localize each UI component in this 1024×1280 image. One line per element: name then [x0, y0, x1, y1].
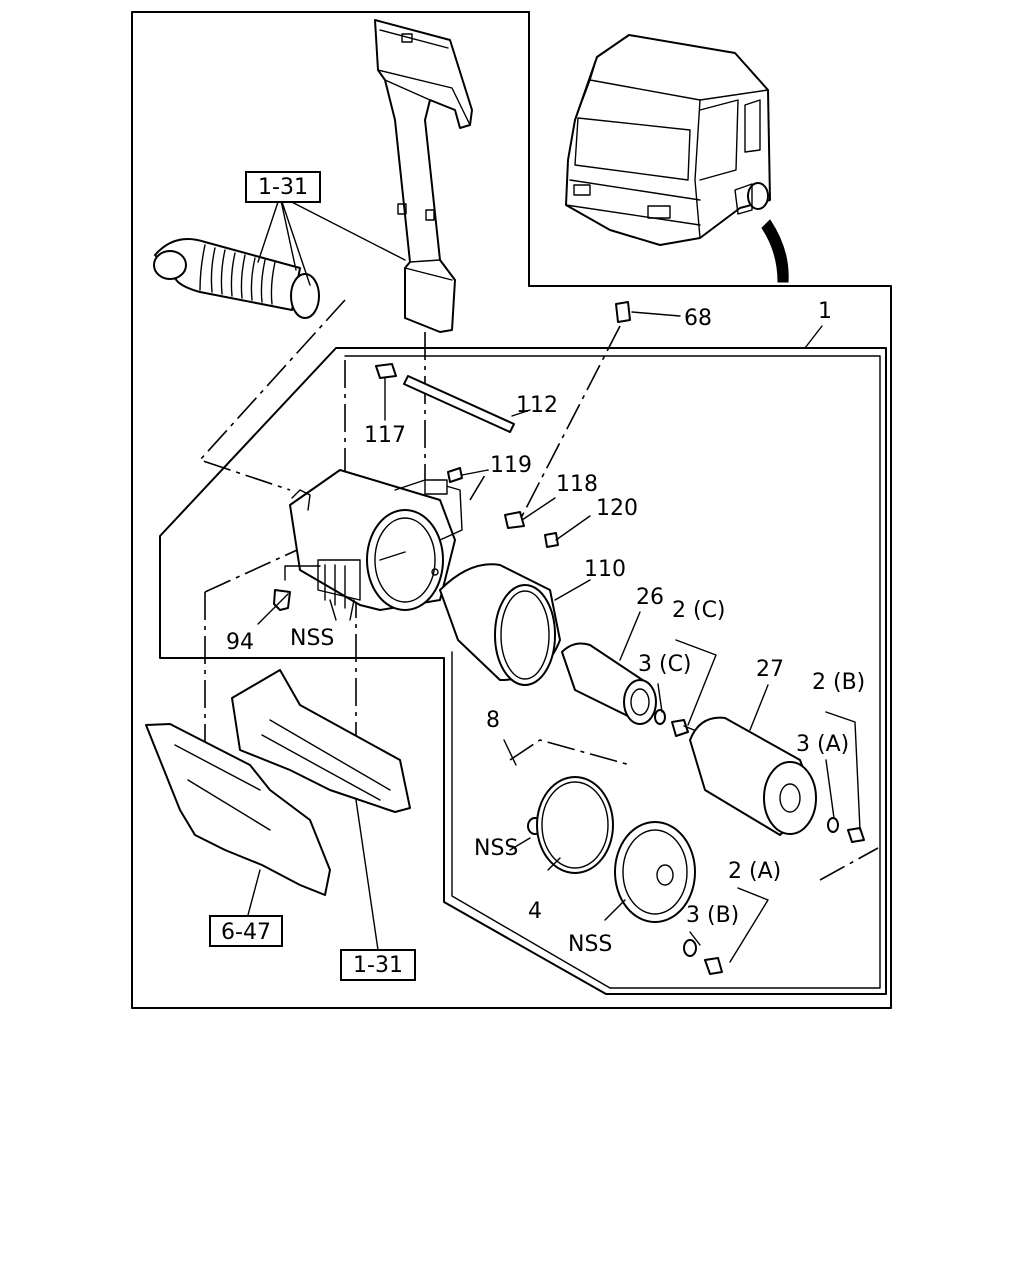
ref-label-1-31-bottom[interactable]: 1-31 [353, 953, 403, 978]
part-119 [447, 467, 463, 483]
frame-bracket [231, 669, 411, 813]
part-26-inner-element [561, 642, 657, 725]
ref-label-6-47[interactable]: 6-47 [221, 920, 271, 945]
part-label-8: 8 [486, 708, 500, 733]
part-label-2a: 2 (A) [728, 859, 781, 884]
part-118 [504, 511, 525, 529]
assembly-chain-lines [198, 299, 879, 881]
part-27-filter [689, 716, 817, 836]
part-label-110: 110 [584, 557, 626, 582]
part-label-2b: 2 (B) [812, 670, 865, 695]
ref-box-1-31-top [245, 171, 321, 203]
leader-lines [247, 311, 861, 963]
part-label-nss-bracket: NSS [290, 626, 334, 651]
part-68 [615, 301, 631, 323]
part-3a-washer [827, 817, 839, 833]
part-117 [375, 363, 397, 379]
part-label-26: 26 [636, 585, 664, 610]
ref-box-1-31-bottom [340, 949, 416, 981]
air-cleaner-housing [289, 469, 463, 611]
pointer-arrow [761, 219, 789, 283]
part-label-119: 119 [490, 453, 532, 478]
part-3c-washer [654, 709, 666, 725]
part-4-oring [536, 776, 614, 874]
intake-snorkel [374, 19, 473, 333]
truck-cab-illustration [565, 34, 789, 283]
part-label-2c: 2 (C) [672, 598, 726, 623]
assembly-1-frame [159, 347, 887, 995]
part-label-112: 112 [516, 393, 558, 418]
part-label-94: 94 [226, 630, 254, 655]
part-label-nss-seal: NSS [474, 836, 518, 861]
part-label-120: 120 [596, 496, 638, 521]
part-label-3a: 3 (A) [796, 732, 849, 757]
part-nss-cover [614, 821, 696, 923]
part-label-3c: 3 (C) [638, 652, 692, 677]
part-label-nss-cover: NSS [568, 932, 612, 957]
ref-leaders-top [257, 195, 406, 286]
part-label-1: 1 [818, 299, 832, 324]
part-label-117: 117 [364, 423, 406, 448]
chassis-side-member [145, 723, 331, 896]
part-label-4: 4 [528, 899, 542, 924]
ref-box-6-47 [209, 915, 283, 947]
part-2c-wingnut [671, 719, 695, 737]
ref-label-1-31-top[interactable]: 1-31 [258, 175, 308, 200]
part-label-68: 68 [684, 306, 712, 331]
part-2b-wingnut [847, 827, 865, 843]
part-112-pipe [403, 375, 515, 433]
part-2a-wingnut [704, 957, 723, 975]
part-3b-washer [683, 939, 697, 957]
part-110-outer-element [439, 563, 561, 686]
flex-hose [153, 238, 320, 319]
part-label-118: 118 [556, 472, 598, 497]
part-120 [544, 532, 559, 548]
part-label-3b: 3 (B) [686, 903, 739, 928]
part-label-27: 27 [756, 657, 784, 682]
